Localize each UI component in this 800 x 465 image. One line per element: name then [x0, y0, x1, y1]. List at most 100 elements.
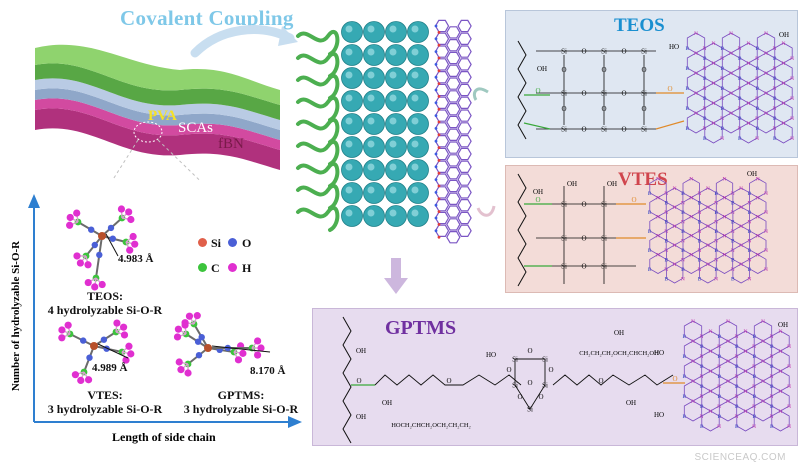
sphere-highlight: [389, 71, 397, 79]
bn-atom-label: N: [706, 243, 710, 249]
bn-atom: [437, 69, 441, 73]
bn-atom-label: N: [712, 81, 716, 87]
bn-atom: [437, 43, 441, 47]
sca-sphere: [385, 44, 407, 66]
interface-illustration: [296, 19, 472, 244]
bn-atom: [437, 223, 441, 226]
bn-atom-label: B: [700, 404, 704, 410]
c-legend-dot: [198, 263, 207, 272]
sca-sphere: [407, 182, 429, 204]
bn-atom-label: N: [764, 31, 768, 37]
h-atom: [127, 350, 135, 358]
bn-atom-label: N: [706, 186, 710, 192]
o-label: O: [631, 196, 636, 204]
o-atom: [198, 334, 205, 341]
bn-atom-label: N: [756, 234, 760, 240]
bn-atom-label: B: [718, 334, 722, 340]
bn-atom-label: N: [694, 31, 698, 37]
h-atom: [125, 342, 133, 350]
bn-atom-label: N: [706, 205, 710, 211]
sphere-highlight: [389, 209, 397, 217]
bn-atom-label: B: [665, 238, 669, 244]
bn-atom-label: N: [787, 364, 791, 370]
bn-hexagon: [446, 205, 461, 218]
sphere-highlight: [345, 163, 353, 171]
vtes-title: VTES: [618, 169, 668, 190]
sphere-highlight: [345, 48, 353, 56]
bn-atom-label: N: [691, 319, 695, 325]
coupling-bond: [523, 122, 551, 130]
bn-atom-label: N: [709, 329, 713, 335]
bn-atom-label: N: [723, 215, 727, 221]
oh-label: OH: [747, 170, 757, 178]
bn-atom-label: N: [779, 409, 783, 415]
gptms-caption: GPTMS: 3 hydrolyzable Si-O-R: [176, 388, 306, 416]
bn-atom-label: B: [735, 424, 739, 430]
vtes-caption: VTES: 3 hydrolyzable Si-O-R: [40, 388, 170, 416]
o-label: O: [517, 393, 522, 401]
bn-hexagon: [457, 70, 472, 84]
bn-atom: [434, 101, 438, 105]
sphere-highlight: [411, 48, 419, 56]
si-label: Si: [561, 126, 567, 134]
h-atom: [127, 215, 135, 224]
o-atom: [195, 352, 203, 359]
gptms-chain: [552, 374, 674, 386]
bn-atom-label: N: [712, 121, 716, 127]
ho-label: HO: [669, 43, 679, 51]
sphere-highlight: [367, 25, 375, 33]
h-atom: [91, 283, 99, 291]
bn-atom-label: B: [773, 136, 777, 142]
bn-atom-label: N: [656, 196, 660, 202]
bn-hexagon: [434, 96, 450, 110]
siloxane-cage: [514, 358, 546, 410]
bn-atom-label: N: [779, 349, 783, 355]
bn-atom-label: B: [681, 229, 685, 235]
o-atom: [100, 336, 108, 343]
bn-atom-label: B: [665, 200, 669, 206]
o-label: O: [506, 366, 511, 374]
bn-atom-label: B: [686, 46, 690, 52]
si-label: Si: [542, 356, 548, 364]
h-atom: [84, 376, 93, 384]
si-label: Si: [512, 356, 518, 364]
bn-atom: [434, 216, 438, 220]
bn-atom-label: B: [681, 191, 685, 197]
h-atom: [129, 232, 137, 241]
h-atom: [117, 205, 126, 213]
bn-atom-label: B: [648, 210, 652, 216]
bn-atom-label: B: [748, 229, 752, 235]
plot-ylabel: Number of hydrolyzable Si-O-R: [10, 240, 22, 392]
bn-atom-label: B: [648, 191, 652, 197]
bn-hexagon: [457, 211, 472, 225]
bn-atom-label: N: [744, 389, 748, 395]
bn-atom-label: N: [723, 234, 727, 240]
bn-ring: [749, 254, 767, 274]
vtes-molecule: [58, 319, 135, 385]
bn-atom-label: N: [764, 210, 768, 216]
bn-atom-label: B: [683, 414, 687, 420]
coupling-bond: [655, 120, 685, 130]
sca-sphere: [341, 113, 363, 135]
bn-atom: [434, 63, 438, 66]
h-atom: [174, 325, 183, 333]
bn-atom-label: N: [723, 177, 727, 183]
h-atom: [193, 312, 201, 320]
bn-atom-label: B: [748, 267, 752, 273]
bn-atom-label: B: [714, 229, 718, 235]
teos-title: TEOS: [614, 15, 665, 36]
bn-atom-label: B: [703, 96, 707, 102]
bn-atom-label: B: [683, 354, 687, 360]
bn-atom-label: N: [761, 319, 765, 325]
teos-desc: 4 hydrolyzable Si-O-R: [47, 303, 163, 317]
bn-atom-label: B: [681, 267, 685, 273]
bn-atom-label: N: [764, 248, 768, 254]
h-atom: [234, 356, 243, 364]
o-label: O: [538, 393, 543, 401]
sca-sphere: [341, 136, 363, 158]
down-arrow: [384, 258, 408, 294]
bn-atom: [437, 210, 441, 214]
bn-atom: [434, 139, 438, 143]
sca-sphere: [363, 21, 385, 43]
gptms-name: GPTMS:: [217, 388, 265, 402]
